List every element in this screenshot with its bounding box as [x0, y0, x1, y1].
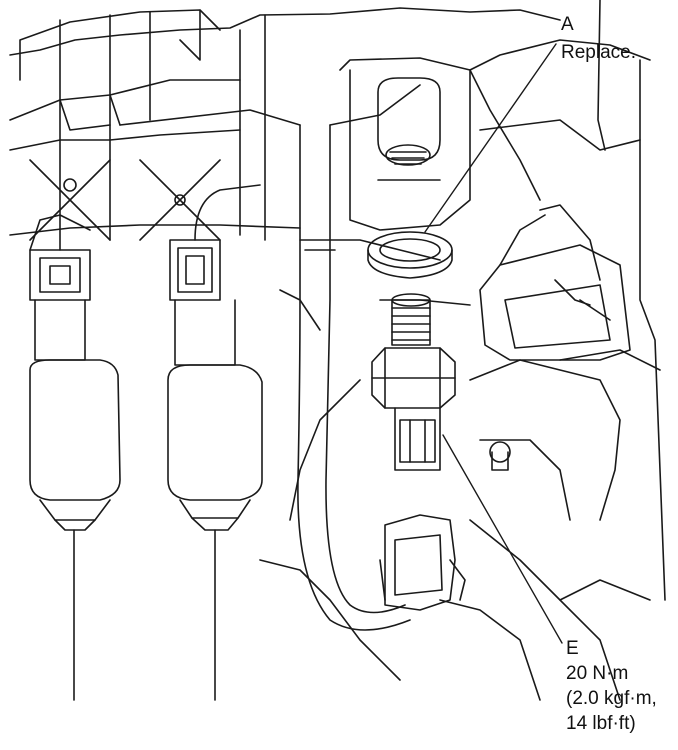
callout-a: A Replace. [561, 14, 636, 63]
wiring-harness [59, 84, 421, 631]
callout-e-torque-kgf: (2.0 kgf·m, [566, 688, 657, 709]
leader-line-a [424, 43, 557, 233]
harness-connector [379, 514, 466, 611]
callout-a-note: Replace. [561, 42, 636, 63]
pressure-switch [371, 293, 456, 471]
leader-line-e [442, 434, 563, 644]
sealing-washer [367, 231, 453, 279]
callout-e-letter: E [566, 638, 579, 659]
middle-solenoid [167, 184, 263, 701]
left-solenoid [29, 214, 121, 701]
callout-e-torque-si: 20 N·m [566, 663, 628, 684]
callout-e-torque-lbf: 14 lbf·ft) [566, 713, 636, 734]
callout-e: E 20 N·m (2.0 kgf·m, 14 lbf·ft) [566, 638, 657, 734]
threaded-port [349, 69, 471, 231]
right-connector [479, 204, 631, 361]
callout-a-letter: A [561, 14, 574, 35]
transmission-housing [9, 0, 666, 701]
